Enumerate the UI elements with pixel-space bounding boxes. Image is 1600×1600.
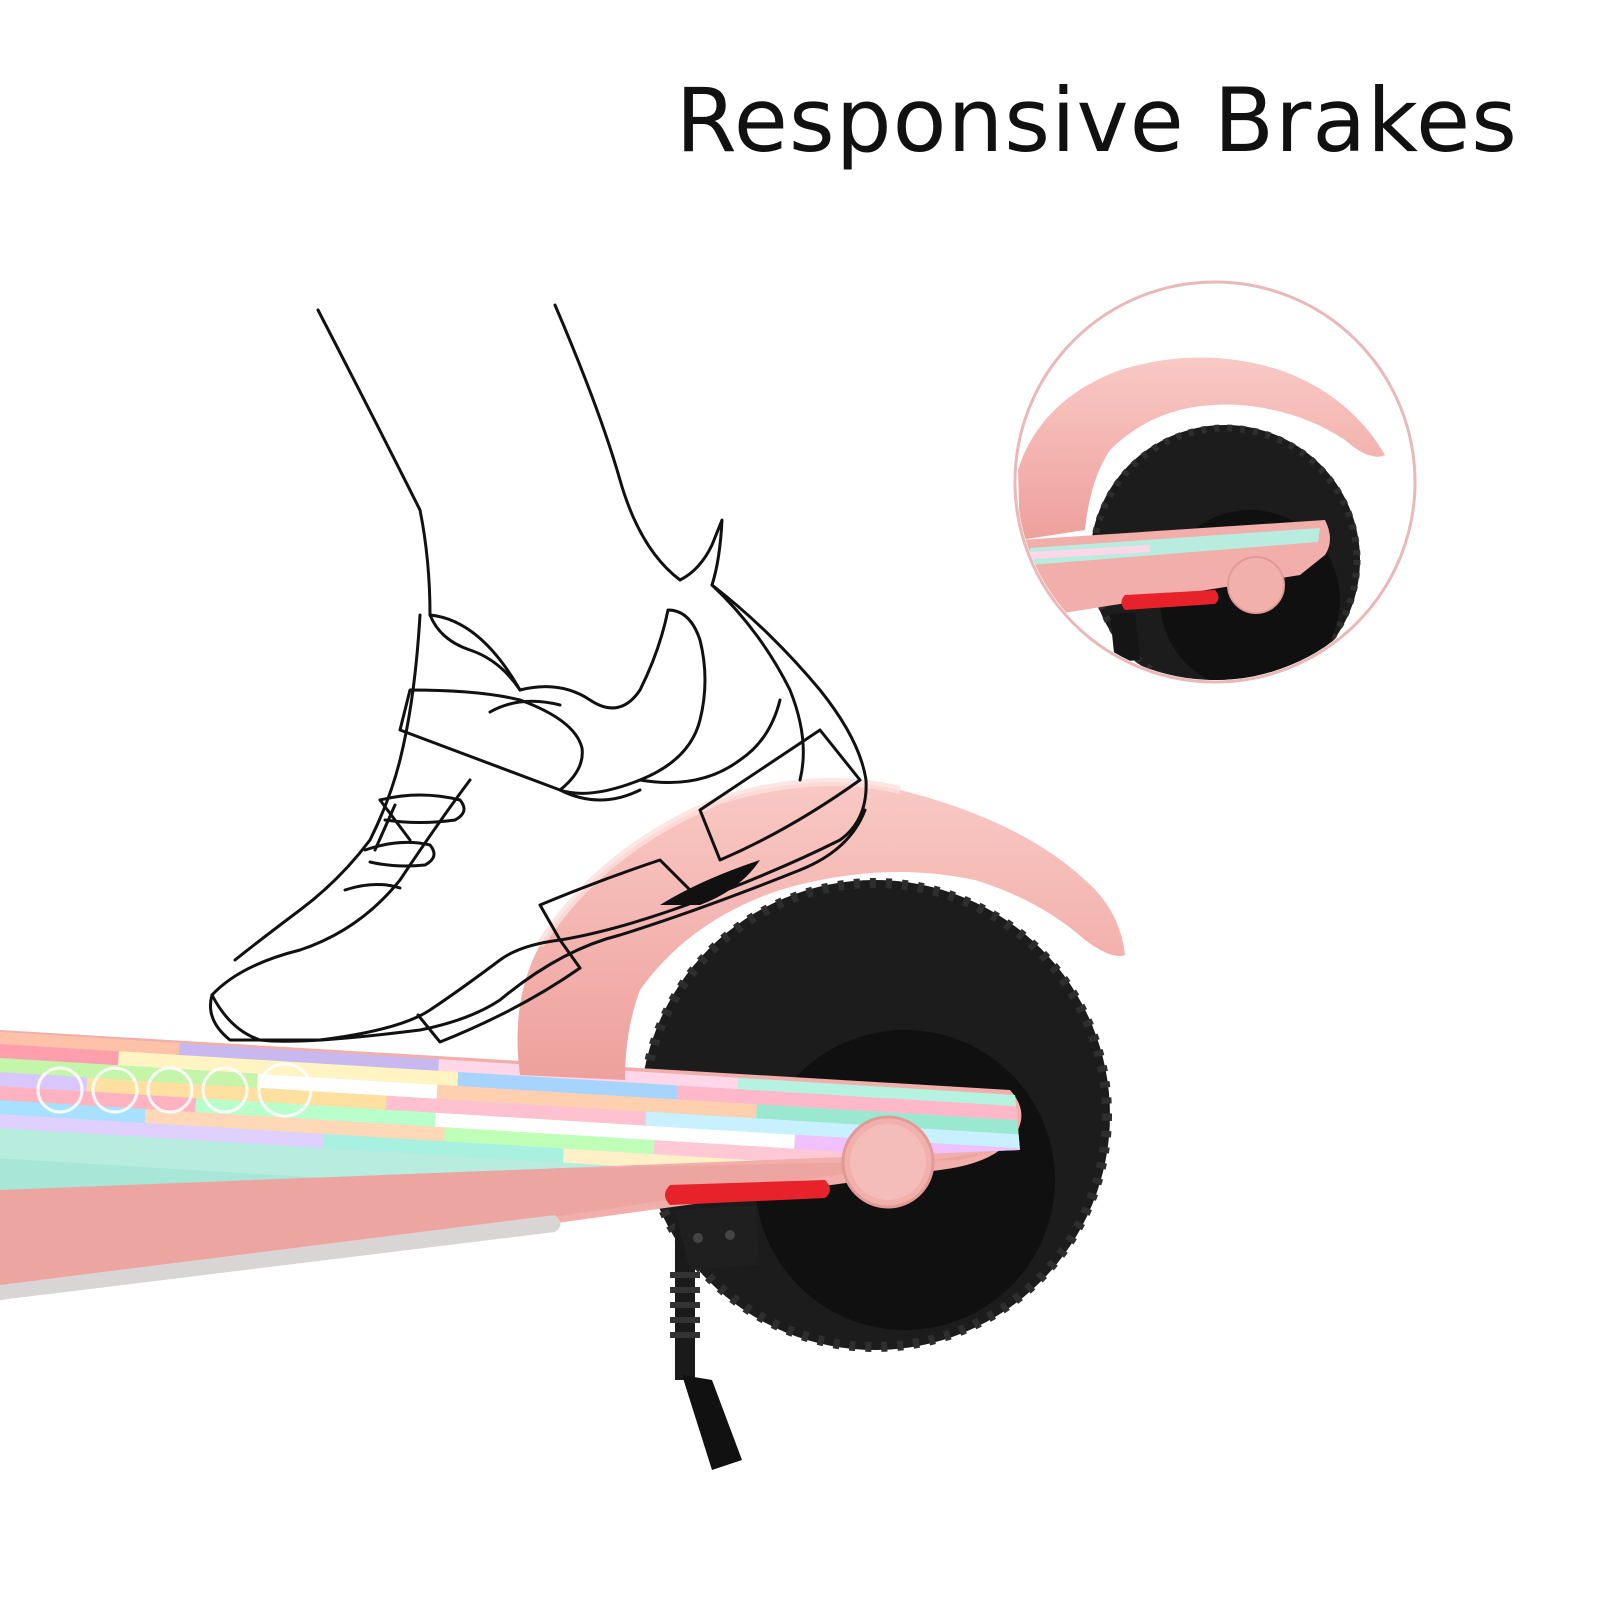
shoe-icon <box>209 303 868 1044</box>
scooter-deck <box>0 1030 1022 1300</box>
brake-detail-inset <box>1013 280 1417 684</box>
rear-reflector <box>665 1180 830 1205</box>
rear-fender-brake <box>517 778 1125 1080</box>
deck-light-strip <box>0 1215 561 1300</box>
kickstand-icon <box>670 1205 760 1470</box>
headline: Responsive Brakes <box>675 69 1518 172</box>
shoe-sole-shadow <box>660 860 760 905</box>
